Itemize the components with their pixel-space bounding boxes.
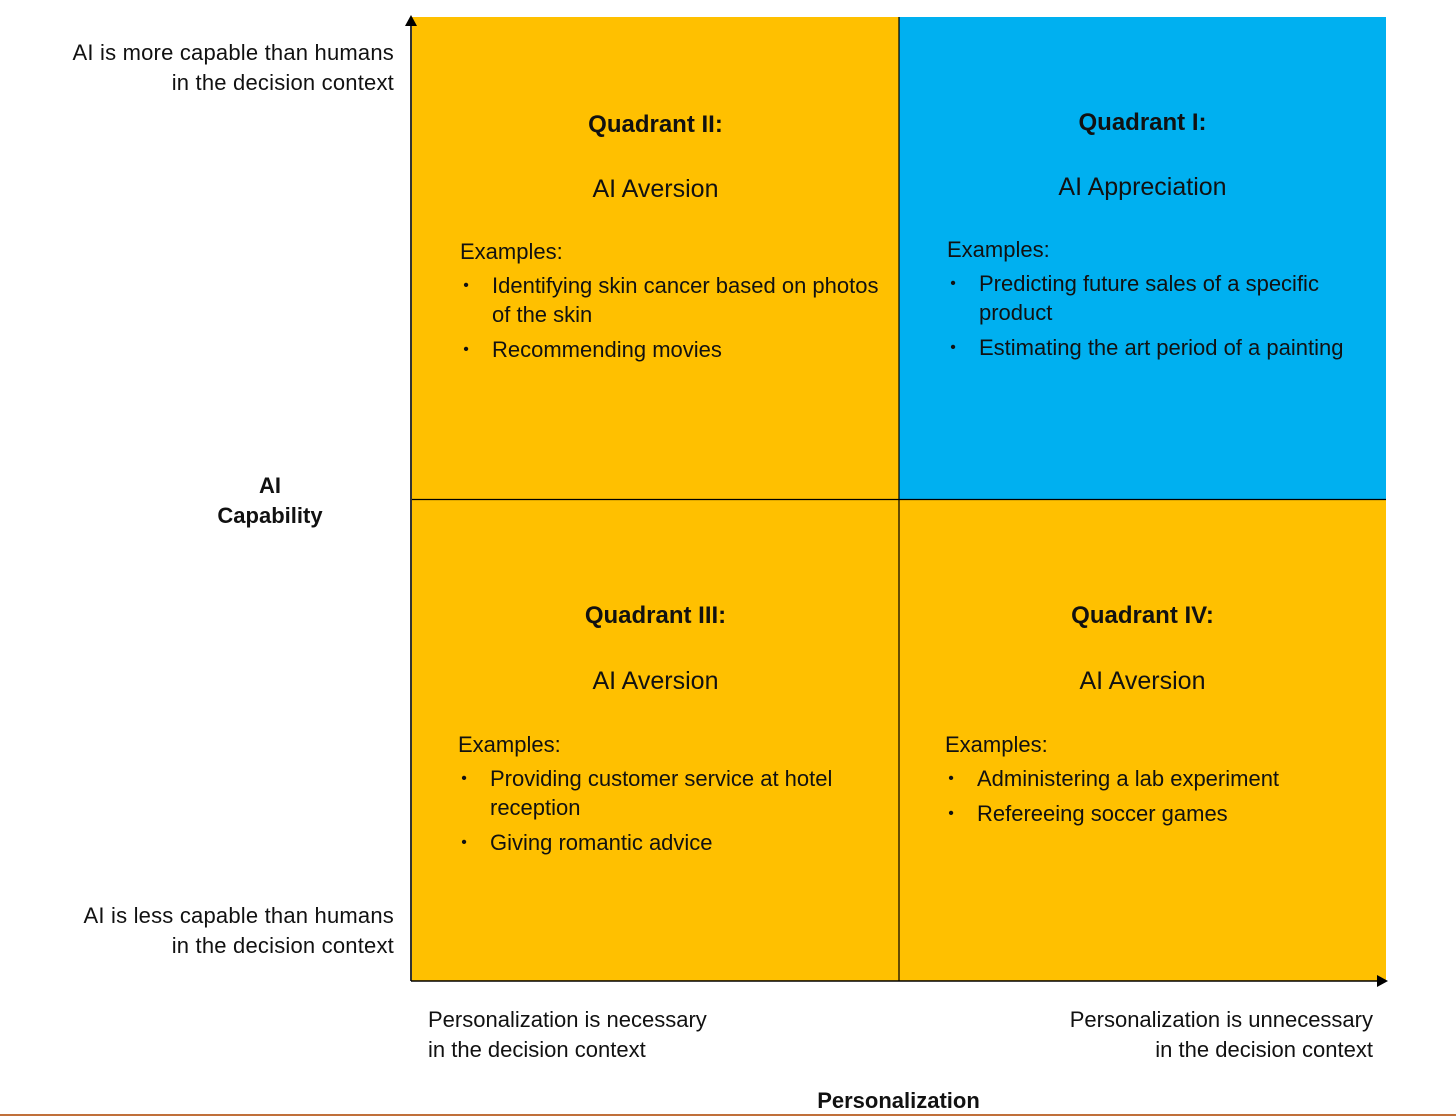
list-item: •Estimating the art period of a painting	[950, 335, 1344, 360]
examples-label: Examples:	[947, 237, 1050, 262]
quadrant-3: Quadrant III: AI Aversion Examples: •Pro…	[412, 500, 899, 981]
quadrant-1-examples: Examples: •Predicting future sales of a …	[947, 235, 1367, 368]
quadrant-2-subtitle: AI Aversion	[592, 175, 719, 203]
list-item: •Administering a lab experiment	[948, 766, 1280, 791]
x-axis-arrowhead	[1377, 975, 1388, 987]
quadrant-1-subtitle: AI Appreciation	[1058, 173, 1227, 201]
quadrant-2: Quadrant II: AI Aversion Examples: •Iden…	[412, 17, 899, 500]
quadrant-4: Quadrant IV: AI Aversion Examples: •Admi…	[899, 500, 1386, 981]
list-item: •Identifying skin cancer based on photos…	[463, 273, 879, 327]
examples-label: Examples:	[945, 732, 1048, 757]
quadrant-3-title: Quadrant III:	[584, 602, 727, 629]
x-axis-title: Personalization	[817, 1088, 980, 1113]
list-item: •Recommending movies	[463, 337, 722, 362]
x-axis-left-label: Personalization is necessary in the deci…	[428, 1007, 707, 1062]
quadrant-1: Quadrant I: AI Appreciation Examples: •P…	[899, 17, 1386, 500]
y-axis-arrowhead	[405, 15, 417, 26]
y-axis-top-label: AI is more capable than humans in the de…	[72, 40, 394, 95]
quadrant-3-subtitle: AI Aversion	[592, 667, 719, 695]
bottom-rule	[0, 1114, 1456, 1116]
quadrant-1-title: Quadrant I:	[1078, 109, 1207, 136]
y-axis-title: AI Capability	[217, 473, 323, 528]
examples-label: Examples:	[460, 239, 563, 264]
quadrant-4-title: Quadrant IV:	[1071, 602, 1214, 629]
examples-label: Examples:	[458, 732, 561, 757]
list-item: •Refereeing soccer games	[948, 801, 1228, 826]
quadrant-2-title: Quadrant II:	[588, 111, 723, 138]
quadrant-2-examples: Examples: •Identifying skin cancer based…	[460, 237, 880, 370]
list-item: •Providing customer service at hotel rec…	[461, 766, 833, 820]
quadrant-4-examples: Examples: •Administering a lab experimen…	[945, 730, 1365, 834]
quadrant-3-examples: Examples: •Providing customer service at…	[458, 730, 878, 863]
x-axis-right-label: Personalization is unnecessary in the de…	[1069, 1007, 1373, 1062]
list-item: •Predicting future sales of a specific p…	[950, 271, 1319, 325]
quadrant-4-subtitle: AI Aversion	[1079, 667, 1206, 695]
list-item: •Giving romantic advice	[461, 830, 713, 855]
y-axis-bottom-label: AI is less capable than humans in the de…	[83, 903, 394, 958]
